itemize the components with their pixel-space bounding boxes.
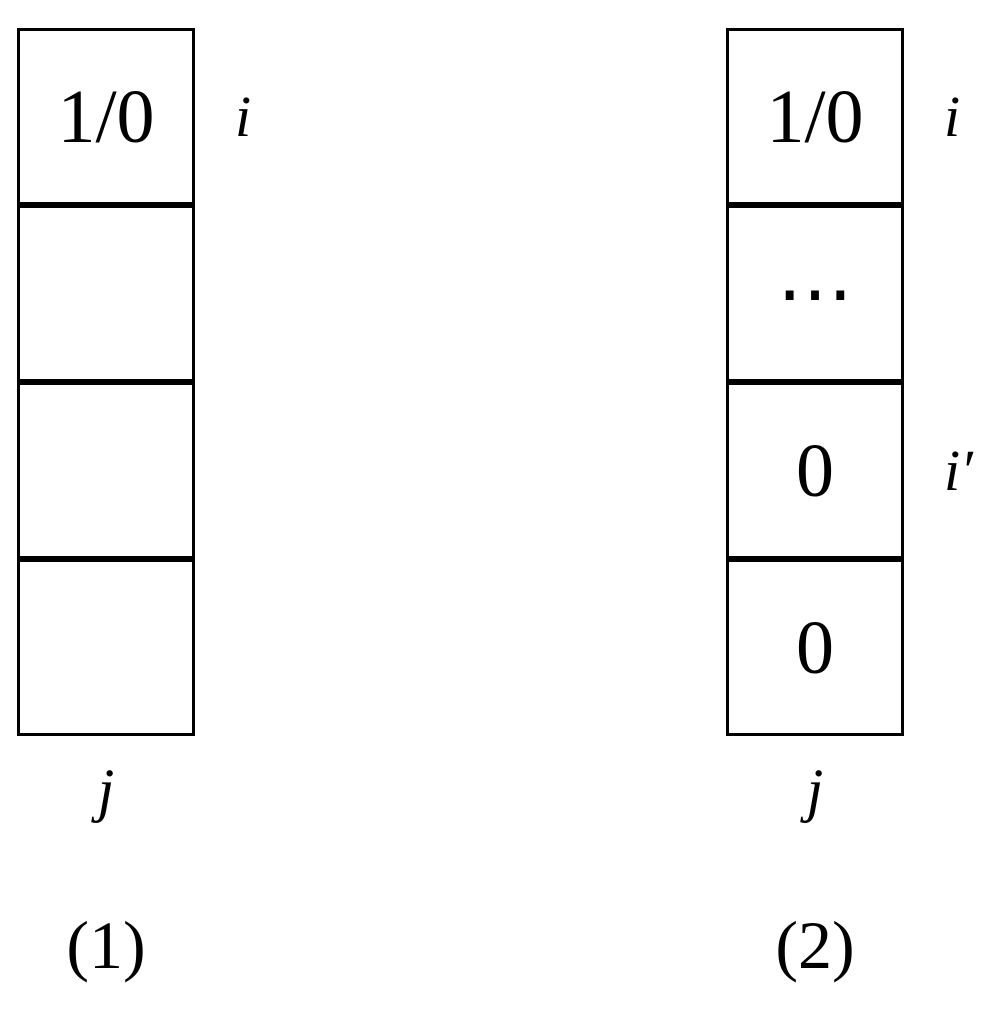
array-figure-2: 1/0 i ⋯ 0 i′ 0 j (2)	[726, 28, 973, 983]
array-cell	[17, 382, 195, 559]
array-cell-ellipsis: ⋯	[726, 205, 904, 382]
row-index-label-i-prime: i′	[944, 437, 973, 503]
array-row: 1/0 i	[726, 28, 973, 205]
array-row: 0 i′	[726, 382, 973, 559]
figure-caption-2: (2)	[775, 907, 855, 983]
row-index-label-i: i	[944, 83, 961, 149]
array-cell	[17, 559, 195, 736]
array-figure-1: 1/0 i j (1)	[17, 28, 251, 983]
array-row	[17, 382, 251, 559]
array-cell: 0	[726, 559, 904, 736]
array-row	[17, 559, 251, 736]
array-cell: 1/0	[17, 28, 195, 205]
array-cell: 1/0	[726, 28, 904, 205]
array-row: 1/0 i	[17, 28, 251, 205]
row-index-label-i: i	[235, 83, 252, 149]
figure-caption-1: (1)	[66, 907, 146, 983]
array-cell	[17, 205, 195, 382]
array-cell: 0	[726, 382, 904, 559]
column-index-label-j: j	[97, 757, 115, 823]
array-row: ⋯	[726, 205, 973, 382]
column-index-label-j: j	[806, 757, 824, 823]
array-row	[17, 205, 251, 382]
array-row: 0	[726, 559, 973, 736]
